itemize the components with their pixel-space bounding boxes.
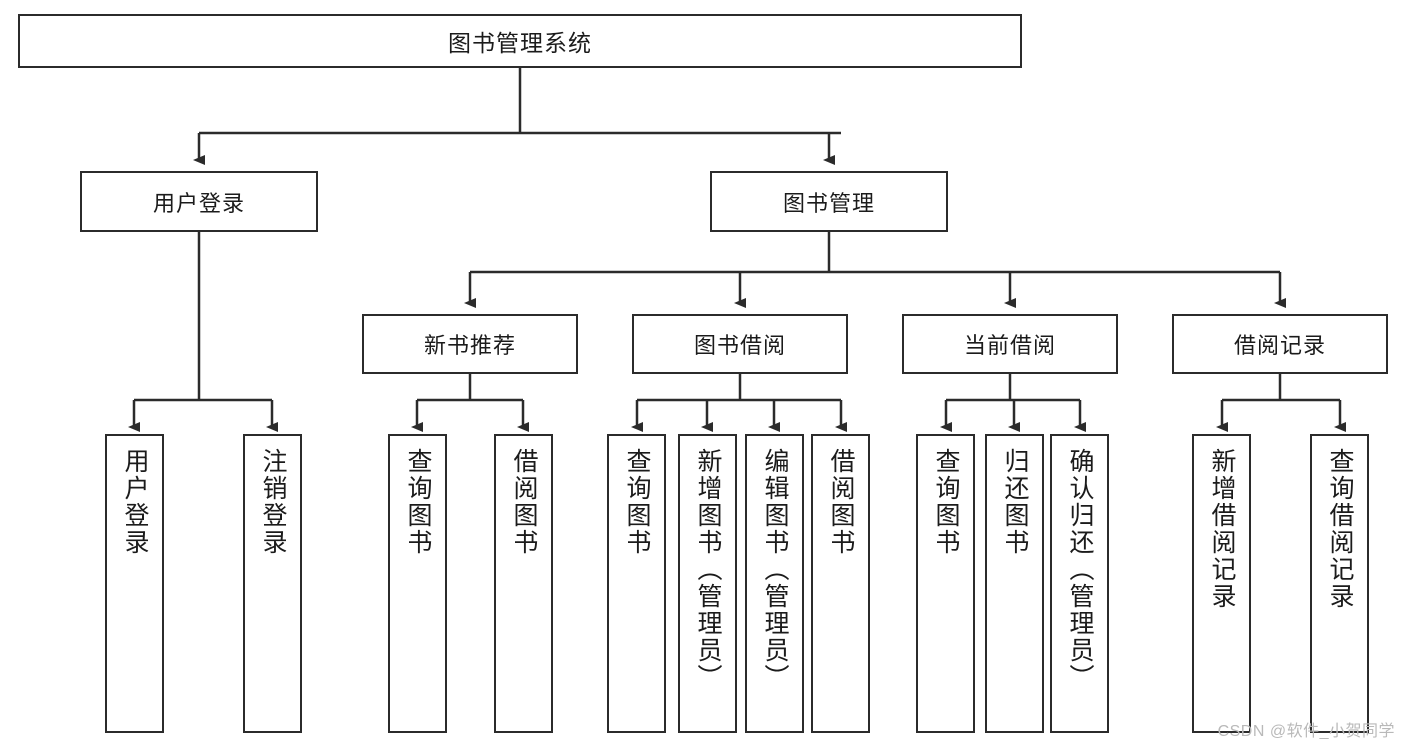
- leaf-book-borrow-3[interactable]: 编辑图书（管理员）: [745, 434, 804, 733]
- node-book-borrow[interactable]: 图书借阅: [632, 314, 848, 374]
- leaf-current-borrow-1[interactable]: 查询图书: [916, 434, 975, 733]
- leaf-label: 查询图书: [404, 448, 432, 556]
- node-book-manage-label: 图书管理: [782, 190, 875, 216]
- node-user-login[interactable]: 用户登录: [80, 171, 318, 232]
- leaf-book-borrow-4[interactable]: 借阅图书: [811, 434, 870, 733]
- leaf-label: 注销登录: [259, 448, 287, 556]
- leaf-label: 新增图书（管理员）: [694, 448, 722, 691]
- node-new-book-rec[interactable]: 新书推荐: [362, 314, 578, 374]
- leaf-borrow-record-2[interactable]: 查询借阅记录: [1310, 434, 1369, 733]
- node-borrow-record-label: 借阅记录: [1233, 333, 1326, 358]
- node-book-borrow-label: 图书借阅: [693, 333, 786, 358]
- leaf-label: 归还图书: [1001, 448, 1029, 556]
- node-current-borrow-label: 当前借阅: [963, 333, 1056, 358]
- leaf-book-borrow-2[interactable]: 新增图书（管理员）: [678, 434, 737, 733]
- node-root-label: 图书管理系统: [448, 30, 592, 56]
- node-current-borrow[interactable]: 当前借阅: [902, 314, 1118, 374]
- node-root[interactable]: 图书管理系统: [18, 14, 1022, 68]
- leaf-label: 查询图书: [932, 448, 960, 556]
- leaf-current-borrow-3[interactable]: 确认归还（管理员）: [1050, 434, 1109, 733]
- leaf-label: 编辑图书（管理员）: [761, 448, 789, 691]
- leaf-label: 用户登录: [121, 448, 149, 556]
- leaf-label: 新增借阅记录: [1208, 448, 1236, 610]
- leaf-current-borrow-2[interactable]: 归还图书: [985, 434, 1044, 733]
- leaf-label: 借阅图书: [510, 448, 538, 556]
- leaf-user-login-2[interactable]: 注销登录: [243, 434, 302, 733]
- leaf-label: 借阅图书: [827, 448, 855, 556]
- node-user-login-label: 用户登录: [152, 190, 245, 216]
- csdn-watermark: CSDN @软件_小贺同学: [1217, 723, 1395, 740]
- leaf-label: 确认归还（管理员）: [1066, 448, 1094, 691]
- leaf-label: 查询图书: [623, 448, 651, 556]
- node-book-manage[interactable]: 图书管理: [710, 171, 948, 232]
- node-new-book-rec-label: 新书推荐: [423, 333, 516, 358]
- leaf-book-borrow-1[interactable]: 查询图书: [607, 434, 666, 733]
- leaf-user-login-1[interactable]: 用户登录: [105, 434, 164, 733]
- leaf-new-book-rec-1[interactable]: 查询图书: [388, 434, 447, 733]
- leaf-new-book-rec-2[interactable]: 借阅图书: [494, 434, 553, 733]
- leaf-borrow-record-1[interactable]: 新增借阅记录: [1192, 434, 1251, 733]
- leaf-label: 查询借阅记录: [1326, 448, 1354, 610]
- node-borrow-record[interactable]: 借阅记录: [1172, 314, 1388, 374]
